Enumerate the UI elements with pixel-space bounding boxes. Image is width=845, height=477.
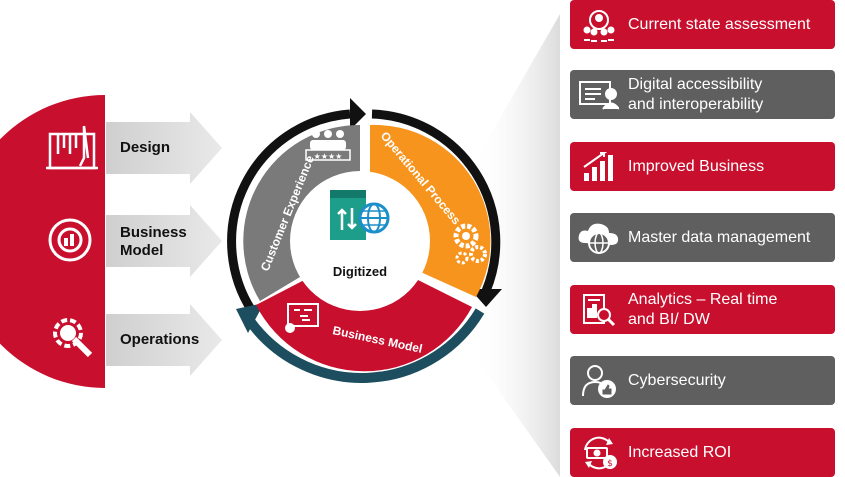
user-thumbs-up-icon [570,356,628,405]
ring-black [227,109,351,314]
svg-text:★★★★: ★★★★ [314,152,343,161]
computer-user-icon [570,70,628,119]
right-item-label: Increased ROI [628,443,732,461]
right-item-label: Current state assessment [628,15,811,33]
center-disc [290,171,430,311]
ring-right-arrowhead [470,289,502,307]
left-item-operations: Operations [120,331,200,348]
gear-wrench-icon [53,318,93,358]
right-item-increased-roi: $ Increased ROI [570,428,835,477]
arrow-design [106,112,222,184]
right-item-current-state-assessment: Current state assessment [570,0,835,49]
right-item-improved-business: Improved Business [570,142,835,191]
ring-teal [245,308,485,383]
presenter-board-icon [285,303,319,333]
right-item-label: Master data management [628,228,811,246]
team-meeting-icon [570,0,628,49]
right-item-label: Cybersecurity [628,371,726,389]
right-item-master-data-management: Master data management [570,213,835,262]
pie-chart-target-icon [48,218,92,262]
report-magnifier-icon [570,285,628,334]
ring-teal-arrowhead [236,303,264,333]
bar-chart-growth-icon [570,142,628,191]
center-label: Digitized [332,264,388,279]
arrow-operations [106,304,222,376]
ring-black-arrowhead [350,98,366,130]
funnel-shadow [470,14,560,477]
left-item-business-model: Business Model [120,224,187,259]
team-rating-icon: ★★★★ [305,130,351,161]
right-item-label: Improved Business [628,157,765,175]
segment-business-model [256,277,472,372]
svg-text:$: $ [607,459,613,469]
money-cycle-icon: $ [570,428,628,477]
cloud-globe-icon [570,213,628,262]
digital-globe-icon [330,190,390,240]
right-item-cybersecurity: Cybersecurity [570,356,835,405]
ring-right [371,109,501,293]
left-item-design: Design [120,139,171,156]
gears-icon [453,223,487,265]
left-arrows [106,112,222,376]
arrow-business-model [106,205,222,277]
design-tools-icon [46,125,98,170]
